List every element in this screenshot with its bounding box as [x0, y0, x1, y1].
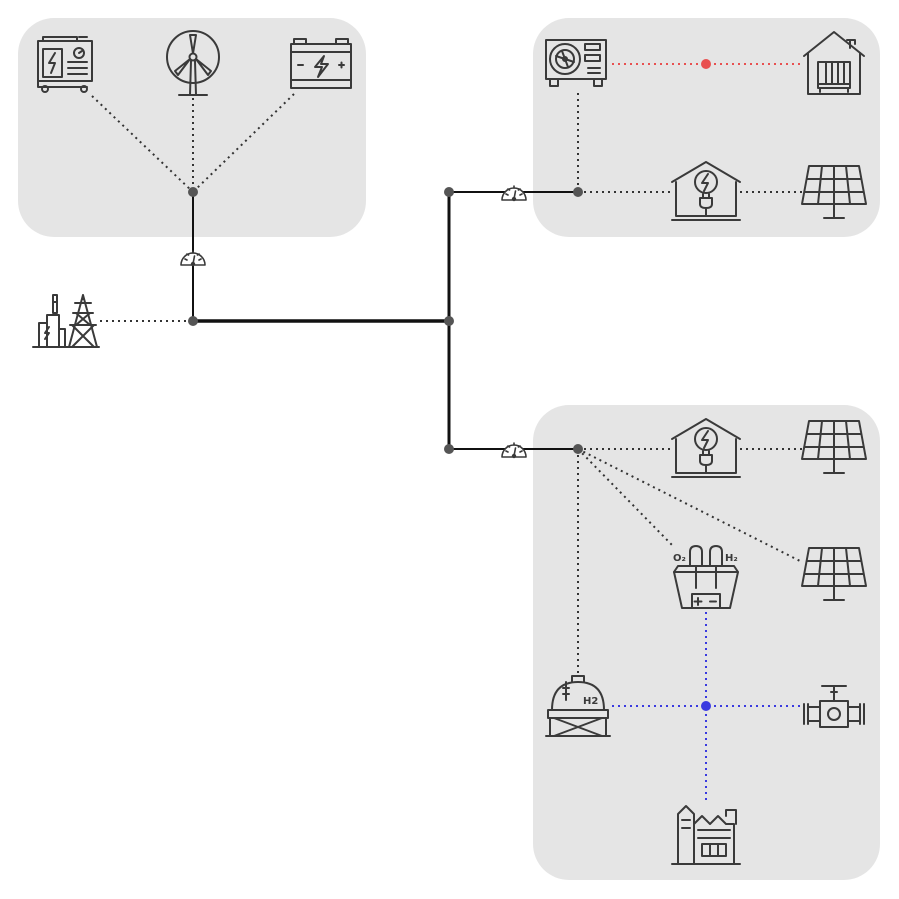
node-hydrogen-link	[701, 701, 711, 711]
heat-pump-icon	[545, 39, 607, 87]
battery-icon	[290, 38, 352, 89]
node-main-right	[444, 316, 454, 326]
generator-icon	[37, 36, 93, 93]
meter-icon	[501, 185, 527, 202]
links-hydrogen-hub	[577, 448, 803, 800]
gas-valve-icon	[803, 685, 865, 728]
hydrogen-tank-icon: H2	[545, 675, 611, 737]
links-heat-building	[577, 63, 802, 193]
group-panel-heat-building	[533, 18, 880, 237]
node-main-left	[188, 316, 198, 326]
hydrogen-label: H₂	[725, 553, 738, 564]
oxygen-label: O₂	[673, 553, 686, 564]
wind-turbine-icon	[166, 30, 220, 96]
electrolyzer-icon: O₂ H₂	[673, 545, 739, 609]
node-heat-link	[701, 59, 711, 69]
group-panel-sources	[18, 18, 366, 237]
heated-house-icon	[803, 31, 865, 95]
meter-icon	[501, 442, 527, 459]
node-lower-branch	[444, 444, 454, 454]
node-hydrogen-hub	[573, 444, 583, 454]
meter-icon	[180, 250, 206, 267]
node-upper-branch	[444, 187, 454, 197]
tank-label: H2	[583, 696, 598, 707]
junction-nodes	[188, 59, 711, 711]
links-sources	[91, 93, 295, 322]
factory-icon	[671, 805, 741, 865]
power-plant-icon	[32, 294, 100, 348]
node-heat-building-hub	[573, 187, 583, 197]
node-sources-hub	[188, 187, 198, 197]
